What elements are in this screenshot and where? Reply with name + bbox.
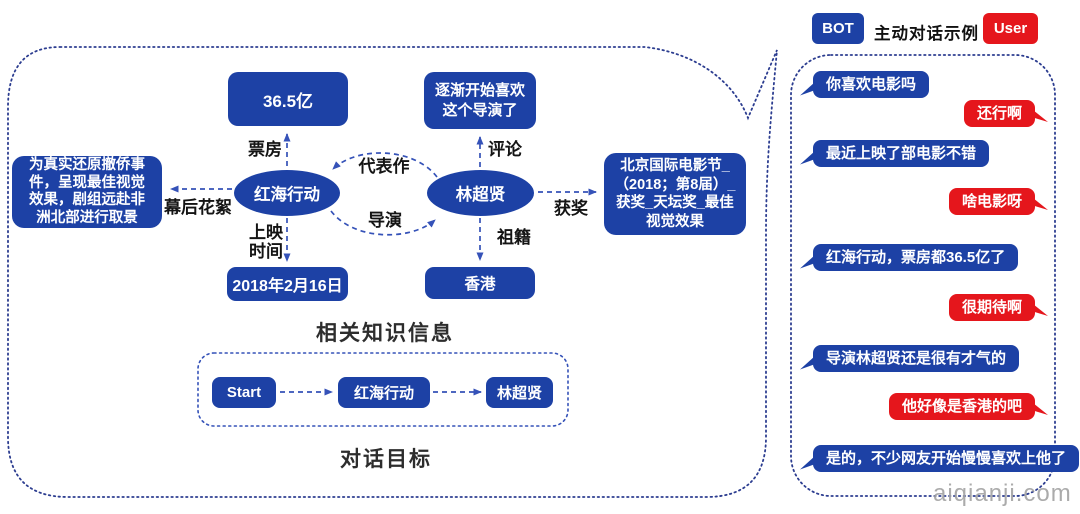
node-box-office: 36.5亿 — [228, 72, 348, 126]
user-legend-badge: User — [983, 13, 1038, 44]
chat-bubble-user: 很期待啊 — [948, 294, 1035, 321]
chat-bubble-bot: 导演林超贤还是很有才气的 — [813, 345, 1020, 372]
edge-label-masterpiece: 代表作 — [358, 157, 410, 176]
bot-legend-badge: BOT — [812, 13, 864, 44]
node-hometown: 香港 — [425, 267, 535, 299]
edge-label-trivia: 幕后花絮 — [164, 198, 232, 217]
edge-label-box-office: 票房 — [248, 140, 282, 159]
edge-label-ancestry: 祖籍 — [497, 228, 531, 247]
chat-bubble-user: 啥电影呀 — [948, 188, 1035, 215]
edge-label-comment: 评论 — [488, 140, 522, 159]
node-award: 北京国际电影节_ （2018；第8届）_ 获奖_天坛奖_最佳 视觉效果 — [604, 153, 746, 235]
dialogue-title: 主动对话示例 — [874, 25, 979, 43]
chat-bubble-user: 他好像是香港的吧 — [888, 393, 1035, 420]
node-movie-entity: 红海行动 — [234, 170, 340, 216]
chat-bubble-bot: 红海行动，票房都36.5亿了 — [813, 244, 1019, 271]
edge-label-award: 获奖 — [554, 199, 588, 218]
node-director-entity: 林超贤 — [427, 170, 534, 216]
node-trivia: 为真实还原撤侨事 件，呈现最佳视觉 效果，剧组远赴非 洲北部进行取景 — [12, 156, 162, 228]
chat-bubble-user: 还行啊 — [963, 100, 1035, 127]
chat-bubble-bot: 你喜欢电影吗 — [813, 71, 930, 98]
goal-section-title: 对话目标 — [340, 448, 432, 471]
edge-label-director: 导演 — [368, 211, 402, 230]
node-comment: 逐渐开始喜欢 这个导演了 — [424, 72, 536, 129]
watermark: aiqianji.com — [933, 480, 1072, 507]
chat-bubble-bot: 是的，不少网友开始慢慢喜欢上他了 — [813, 445, 1080, 472]
knowledge-bubble-outline — [7, 46, 778, 498]
goal-step-director: 林超贤 — [486, 377, 553, 408]
edge-label-release: 上映 时间 — [249, 223, 283, 261]
node-release-date: 2018年2月16日 — [227, 267, 348, 301]
chat-bubble-bot: 最近上映了部电影不错 — [813, 140, 990, 167]
goal-step-movie: 红海行动 — [338, 377, 430, 408]
goal-step-start: Start — [212, 377, 276, 408]
knowledge-section-title: 相关知识信息 — [316, 322, 454, 345]
